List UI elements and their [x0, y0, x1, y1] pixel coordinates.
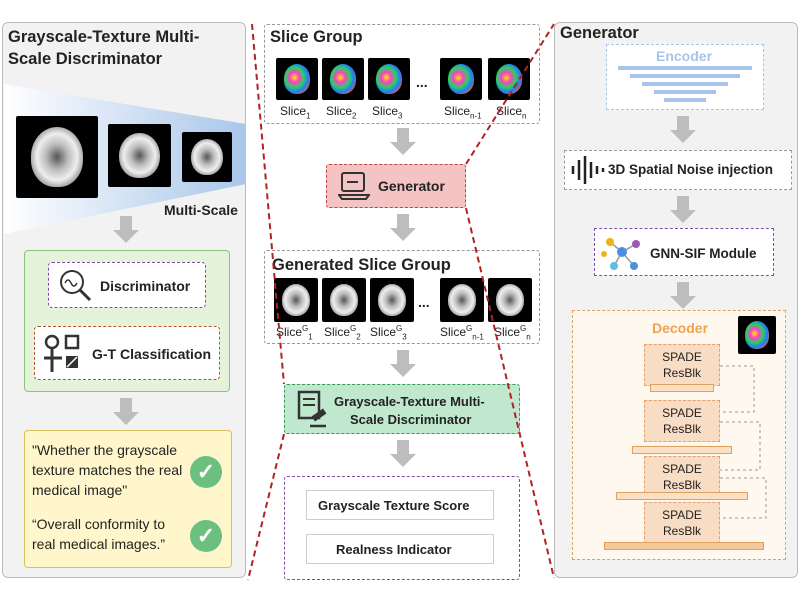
arrow-down: [670, 116, 696, 144]
document-gavel-icon: [297, 390, 327, 428]
slice-image-5: [488, 58, 530, 100]
slice-label-4: Slicen-1: [444, 104, 482, 121]
score-label: Grayscale Texture Score: [318, 498, 470, 513]
generator-box: [326, 164, 466, 208]
encoder-label: Encoder: [656, 48, 713, 64]
slice-ellipsis: ...: [416, 74, 428, 90]
encoder-layer-3: [642, 82, 728, 86]
gnn-label: GNN-SIF Module: [650, 246, 757, 261]
generated-slice-image-1: [274, 278, 318, 322]
brain-image-large: [16, 116, 98, 198]
multiscale-label: Multi-Scale: [164, 202, 238, 218]
arrow-down: [113, 216, 139, 244]
generated-slice-label-1: SliceG1: [276, 324, 313, 342]
slice-image-2: [322, 58, 364, 100]
noise-label: 3D Spatial Noise injection: [608, 162, 774, 177]
generated-slice-group-box: [264, 250, 540, 344]
slice-label-2: Slice2: [326, 104, 357, 121]
realness-label: Realness Indicator: [336, 542, 452, 557]
classification-icon: [44, 334, 80, 372]
decoder-output-image: [738, 316, 776, 354]
feature-bar-3: [616, 492, 748, 500]
generated-slice-label-3: SliceG3: [370, 324, 407, 342]
realness-box: [306, 534, 494, 564]
generated-slice-image-2: [322, 278, 366, 322]
arrow-down: [390, 440, 416, 468]
arrow-down: [390, 128, 416, 156]
arrow-down: [670, 196, 696, 224]
encoder-layer-1: [618, 66, 752, 70]
brain-image-medium: [108, 124, 171, 187]
feature-bar-1: [650, 384, 714, 392]
noise-box: [564, 150, 792, 190]
waveform-icon: [571, 156, 605, 184]
generated-slice-image-4: [440, 278, 484, 322]
output-box: [284, 476, 520, 580]
slice-image-1: [276, 58, 318, 100]
encoder-layer-2: [630, 74, 740, 78]
quote-text-2: “Overall conformity to real medical imag…: [32, 516, 166, 552]
slice-image-3: [368, 58, 410, 100]
encoder-layer-4: [654, 90, 716, 94]
arrow-down: [390, 350, 416, 378]
generated-slice-label-2: SliceG2: [324, 324, 361, 342]
check-icon-1: ✓: [190, 456, 222, 488]
generated-slice-image-5: [488, 278, 532, 322]
arrow-down: [670, 282, 696, 310]
generated-slice-image-3: [370, 278, 414, 322]
slice-label-5: Slicen: [496, 104, 527, 121]
generated-slice-label-5: SliceGn: [494, 324, 531, 342]
slice-label-1: Slice1: [280, 104, 311, 121]
slice-label-3: Slice3: [372, 104, 403, 121]
arrow-down: [113, 398, 139, 426]
discriminator-block: [284, 384, 520, 434]
encoder-layer-5: [664, 98, 706, 102]
feature-bar-2: [632, 446, 732, 454]
generated-slice-group-title: Generated Slice Group: [272, 256, 451, 274]
generated-slice-ellipsis: ...: [418, 294, 430, 310]
generated-slice-label-4: SliceGn-1: [440, 324, 484, 342]
classification-label: G-T Classification: [92, 346, 212, 362]
feature-bar-4: [604, 542, 764, 550]
generator-panel-title: Generator: [560, 24, 639, 42]
decoder-label: Decoder: [652, 320, 709, 336]
magnifier-icon: [60, 270, 92, 302]
discriminator-label: Discriminator: [100, 278, 191, 294]
generator-label: Generator: [378, 178, 445, 194]
arrow-down: [390, 214, 416, 242]
laptop-icon: [338, 172, 370, 200]
slice-image-4: [440, 58, 482, 100]
brain-image-small: [182, 132, 232, 182]
network-icon: [601, 238, 640, 270]
slice-group-title: Slice Group: [270, 28, 363, 46]
quote-text-1: "Whether the grayscale texture matches t…: [32, 442, 183, 498]
discriminator-block-label-2: Scale Discriminator: [350, 412, 472, 427]
discriminator-panel-title: Grayscale-Texture Multi-Scale Discrimina…: [8, 28, 200, 68]
discriminator-block-label-1: Grayscale-Texture Multi-: [334, 394, 485, 409]
slice-group-box: [264, 24, 540, 124]
check-icon-2: ✓: [190, 520, 222, 552]
score-box: [306, 490, 494, 520]
discriminator-box: [48, 262, 206, 308]
